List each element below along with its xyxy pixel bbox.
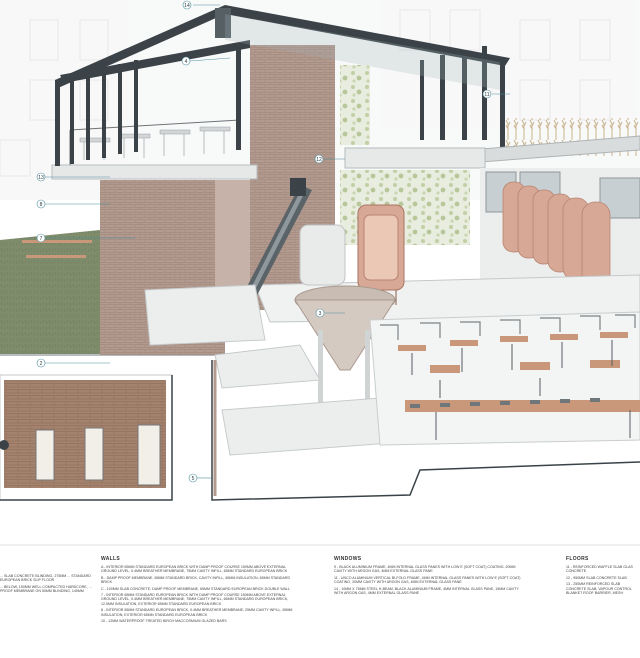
callout-circle — [36, 358, 46, 368]
legend-title-windows: WINDOWS — [334, 556, 362, 562]
callout-label: 13 — [38, 175, 44, 181]
legend-line: 12 - 950mm SLAB CONCRETE SLAB — [566, 575, 627, 580]
architectural-section-drawing: 14 4 11 12 13 8 7 2 3 5 — [0, 0, 640, 546]
taproom — [369, 311, 640, 446]
callout-circle — [315, 308, 325, 318]
legend-line: 9 - BLACK ALUMINIUM FRAME, 4mm INTERNAL … — [334, 565, 516, 574]
callout-label: 4 — [185, 59, 188, 65]
callout-circle — [36, 233, 46, 243]
legend-line: 10 - 12mm WATERPROOF TREATED BIRCH MACCO… — [101, 619, 227, 624]
roof-glazing — [225, 14, 500, 90]
callout-label: 7 — [40, 236, 43, 242]
callout-label: 12 — [316, 157, 322, 163]
section-ground-lines — [0, 360, 640, 546]
copper-kettle — [357, 204, 405, 305]
legend-line: C - 100mm SLAB CONCRETE, DAMP PROOF MEMB… — [101, 586, 291, 591]
callout-circle — [188, 473, 198, 483]
basement-tile-room — [0, 374, 173, 501]
legend-line: 7 - INTERIOR 65mm STANDARD EUROPEAN BRIC… — [101, 593, 289, 606]
callout-label: 5 — [192, 476, 195, 482]
grain-conveyor — [240, 178, 312, 305]
legend-column-foundations: ... SLAB CONCRETE BLINDING, 275mm ... ST… — [0, 574, 95, 658]
legend-title-walls: WALLS — [101, 556, 120, 562]
upper-floor-slab — [344, 147, 486, 169]
legend-line: 11 - UNCO ALUMINIUM VERTICAL BI-FOLD FRA… — [334, 575, 521, 585]
legend-title-floors: FLOORS — [566, 556, 589, 562]
roof-terrace-right — [468, 118, 640, 163]
callout-circle — [182, 0, 192, 10]
section-callouts — [36, 0, 510, 483]
legend-line: 13 - 250mm REINFORCED SLAB CONCRETE SLAB… — [566, 582, 632, 596]
callout-label: 2 — [40, 361, 43, 367]
legend-line: 8 - INTERIOR 65mm STANDARD EUROPEAN BRIC… — [101, 608, 293, 617]
legend-line: 11 - REINFORCED WAFFLE SLAB GLAS CONCRET… — [566, 565, 633, 574]
callout-circle — [181, 56, 191, 66]
grain-silo — [294, 285, 396, 418]
fermentation-tanks — [502, 181, 611, 289]
callout-label: 8 — [40, 202, 43, 208]
callout-label: 3 — [319, 311, 322, 317]
callout-circle — [36, 199, 46, 209]
legend-line: ... BELOW, 150mm WELL COMPACTED HARDCORE… — [0, 584, 92, 594]
callout-circle — [314, 154, 324, 164]
legend-column-windows: WINDOWS 9 - BLACK ALUMINIUM FRAME, 4mm I… — [334, 556, 529, 640]
callout-label: 11 — [484, 92, 489, 98]
legend-column-walls: WALLS A - INTERIOR 65mm STANDARD EUROPEA… — [101, 556, 296, 640]
callout-labels: 14 4 11 12 13 8 7 2 3 5 — [38, 3, 490, 482]
callout-label: 14 — [184, 3, 190, 9]
legend-line: 14 - 10mm X 75mm STEEL H-BEAM, BLACK ALU… — [334, 586, 519, 596]
steel-roof-frame — [55, 5, 510, 166]
legend-line: B - DAMP PROOF MEMBRANE, 65mm STANDARD B… — [101, 575, 291, 585]
legend-line: A - INTERIOR 65mm STANDARD EUROPEAN BRIC… — [101, 565, 288, 574]
callout-circle — [36, 172, 46, 182]
legend-line: ... SLAB CONCRETE BLINDING, 275mm ... ST… — [0, 574, 91, 583]
callout-circle — [482, 89, 492, 99]
legend-column-floors: FLOORS 11 - REINFORCED WAFFLE SLAB GLAS … — [566, 556, 640, 640]
